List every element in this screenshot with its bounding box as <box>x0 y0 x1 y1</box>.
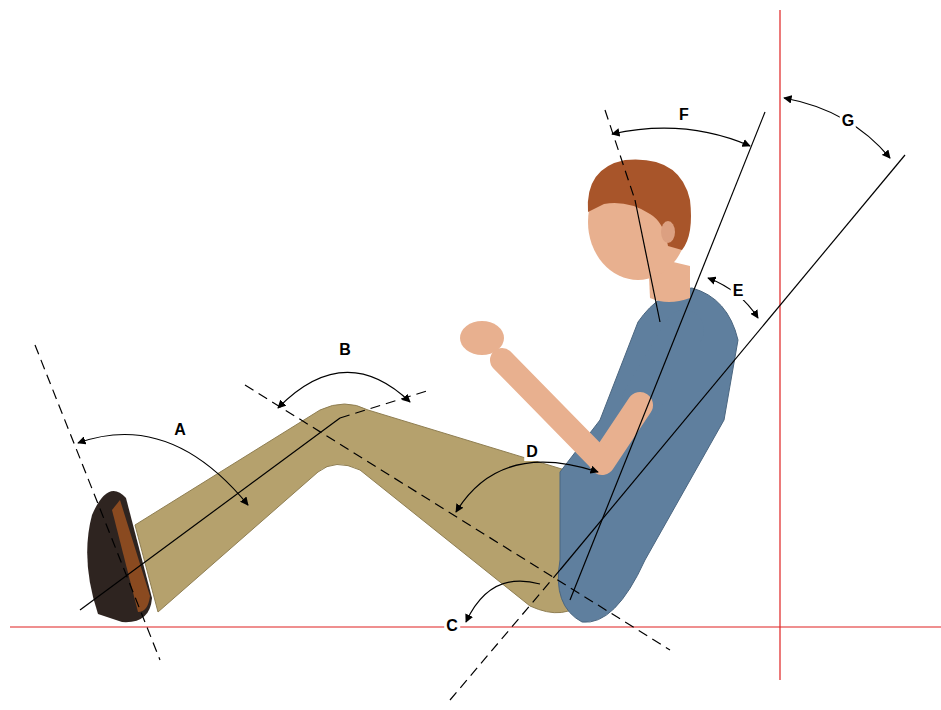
angle-label: A <box>172 421 188 439</box>
angle-label: B <box>337 341 353 359</box>
angle-arcs <box>78 98 890 622</box>
horizontal-reference <box>10 626 941 627</box>
seated-figure <box>87 160 738 623</box>
angle-label: D <box>524 443 540 461</box>
angle-label: F <box>677 106 691 124</box>
vertical-reference <box>779 10 780 680</box>
angle-label: E <box>731 282 746 300</box>
segment-lines <box>35 110 905 700</box>
angle-label: G <box>840 112 856 130</box>
angle-label: C <box>444 617 460 635</box>
